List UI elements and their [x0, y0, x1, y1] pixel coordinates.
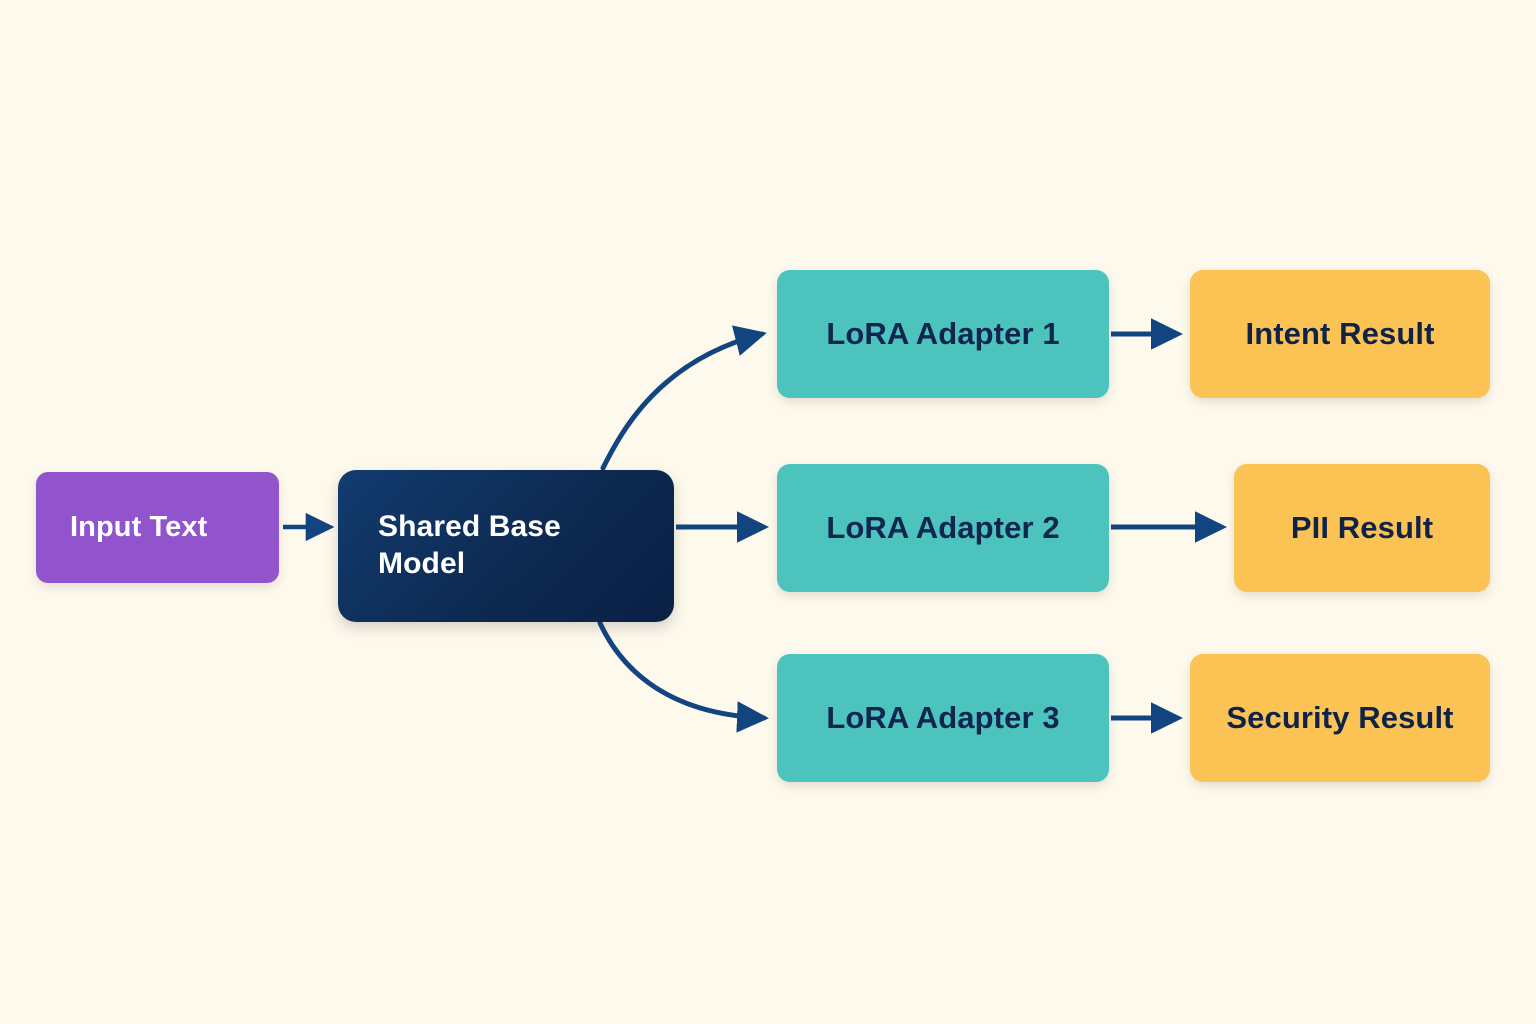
node-lora-adapter-3-label: LoRA Adapter 3 — [826, 700, 1060, 736]
node-lora-adapter-2[interactable]: LoRA Adapter 2 — [777, 464, 1109, 592]
node-input-text[interactable]: Input Text — [36, 472, 279, 583]
node-security-result-label: Security Result — [1226, 700, 1454, 736]
node-shared-base-model[interactable]: Shared Base Model — [338, 470, 674, 622]
node-security-result[interactable]: Security Result — [1190, 654, 1490, 782]
node-intent-result-label: Intent Result — [1245, 316, 1435, 352]
edge-base-to-adapter-1 — [600, 325, 767, 471]
node-lora-adapter-1-label: LoRA Adapter 1 — [826, 316, 1060, 352]
node-intent-result[interactable]: Intent Result — [1190, 270, 1490, 398]
node-lora-adapter-1[interactable]: LoRA Adapter 1 — [777, 270, 1109, 398]
edge-base-to-adapter-3 — [597, 620, 769, 733]
node-lora-adapter-3[interactable]: LoRA Adapter 3 — [777, 654, 1109, 782]
node-shared-base-model-label: Shared Base Model — [378, 510, 561, 580]
node-lora-adapter-2-label: LoRA Adapter 2 — [826, 510, 1060, 546]
node-pii-result-label: PII Result — [1290, 510, 1434, 546]
node-pii-result[interactable]: PII Result — [1234, 464, 1490, 592]
node-input-text-label: Input Text — [70, 510, 208, 543]
